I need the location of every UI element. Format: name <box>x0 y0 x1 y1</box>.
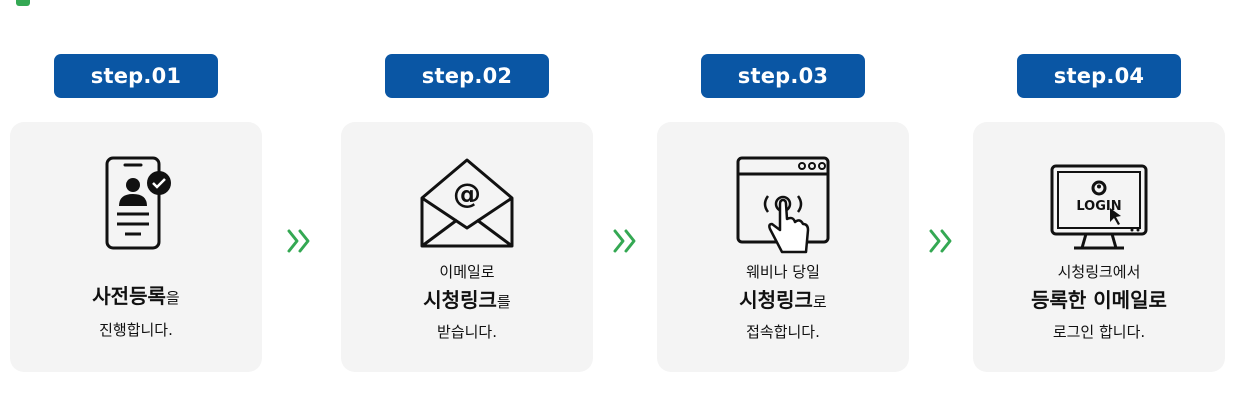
description-line: 웨비나 당일 <box>746 263 820 281</box>
step-card: @ 이메일로 시청링크를 받습니다. <box>341 122 593 372</box>
step-badge: step.03 <box>701 54 865 98</box>
emphasis-text: 시청링크 <box>423 288 497 312</box>
description-line: 이메일로 <box>439 263 495 281</box>
corner-accent-mark <box>16 0 30 6</box>
description-line: 접속합니다. <box>746 323 820 341</box>
email-envelope-icon: @ <box>420 158 514 248</box>
step-badge: step.04 <box>1017 54 1181 98</box>
step-badge: step.02 <box>385 54 549 98</box>
step-description: 시청링크에서 등록한 이메일로 로그인 합니다. <box>973 262 1225 342</box>
description-line: 받습니다. <box>437 323 497 341</box>
step-description: 사전등록을 진행합니다. <box>10 282 262 340</box>
step-card: LOGIN 시청링크에서 등록한 이메일로 로그인 합니다. <box>973 122 1225 372</box>
description-line: 로그인 합니다. <box>1052 323 1146 341</box>
description-emphasis: 시청링크로 <box>657 286 909 316</box>
emphasis-suffix: 을 <box>165 289 180 307</box>
description-emphasis: 등록한 이메일로 <box>973 286 1225 316</box>
emphasis-text: 사전등록 <box>92 284 166 308</box>
monitor-login-icon: LOGIN <box>1050 164 1148 250</box>
step-4: step.04 LOGIN 시청링크에서 등록한 이메일로 로그인 합니다. <box>973 0 1225 410</box>
svg-text:@: @ <box>453 177 481 210</box>
emphasis-text: 등록한 이메일로 <box>1031 288 1167 312</box>
double-chevron-right-icon <box>613 229 636 253</box>
step-card: 웨비나 당일 시청링크로 접속합니다. <box>657 122 909 372</box>
step-card: 사전등록을 진행합니다. <box>10 122 262 372</box>
emphasis-text: 시청링크 <box>739 288 813 312</box>
mobile-profile-check-icon <box>105 156 171 250</box>
emphasis-suffix: 를 <box>496 293 511 311</box>
double-chevron-right-icon <box>287 229 310 253</box>
description-line: 진행합니다. <box>99 321 173 339</box>
step-1: step.01 사전등록을 진행합니다. <box>10 0 262 410</box>
description-emphasis: 사전등록을 <box>10 282 262 312</box>
step-description: 웨비나 당일 시청링크로 접속합니다. <box>657 262 909 342</box>
step-description: 이메일로 시청링크를 받습니다. <box>341 262 593 342</box>
double-chevron-right-icon <box>929 229 952 253</box>
browser-tap-icon <box>736 156 830 254</box>
description-line: 시청링크에서 <box>1057 263 1141 281</box>
emphasis-suffix: 로 <box>812 293 827 311</box>
step-3: step.03 웨비나 당일 시청링크로 접속합니다. <box>657 0 909 410</box>
description-emphasis: 시청링크를 <box>341 286 593 316</box>
step-2: step.02 @ 이메일로 시청링크를 받습니다. <box>341 0 593 410</box>
step-badge: step.01 <box>54 54 218 98</box>
